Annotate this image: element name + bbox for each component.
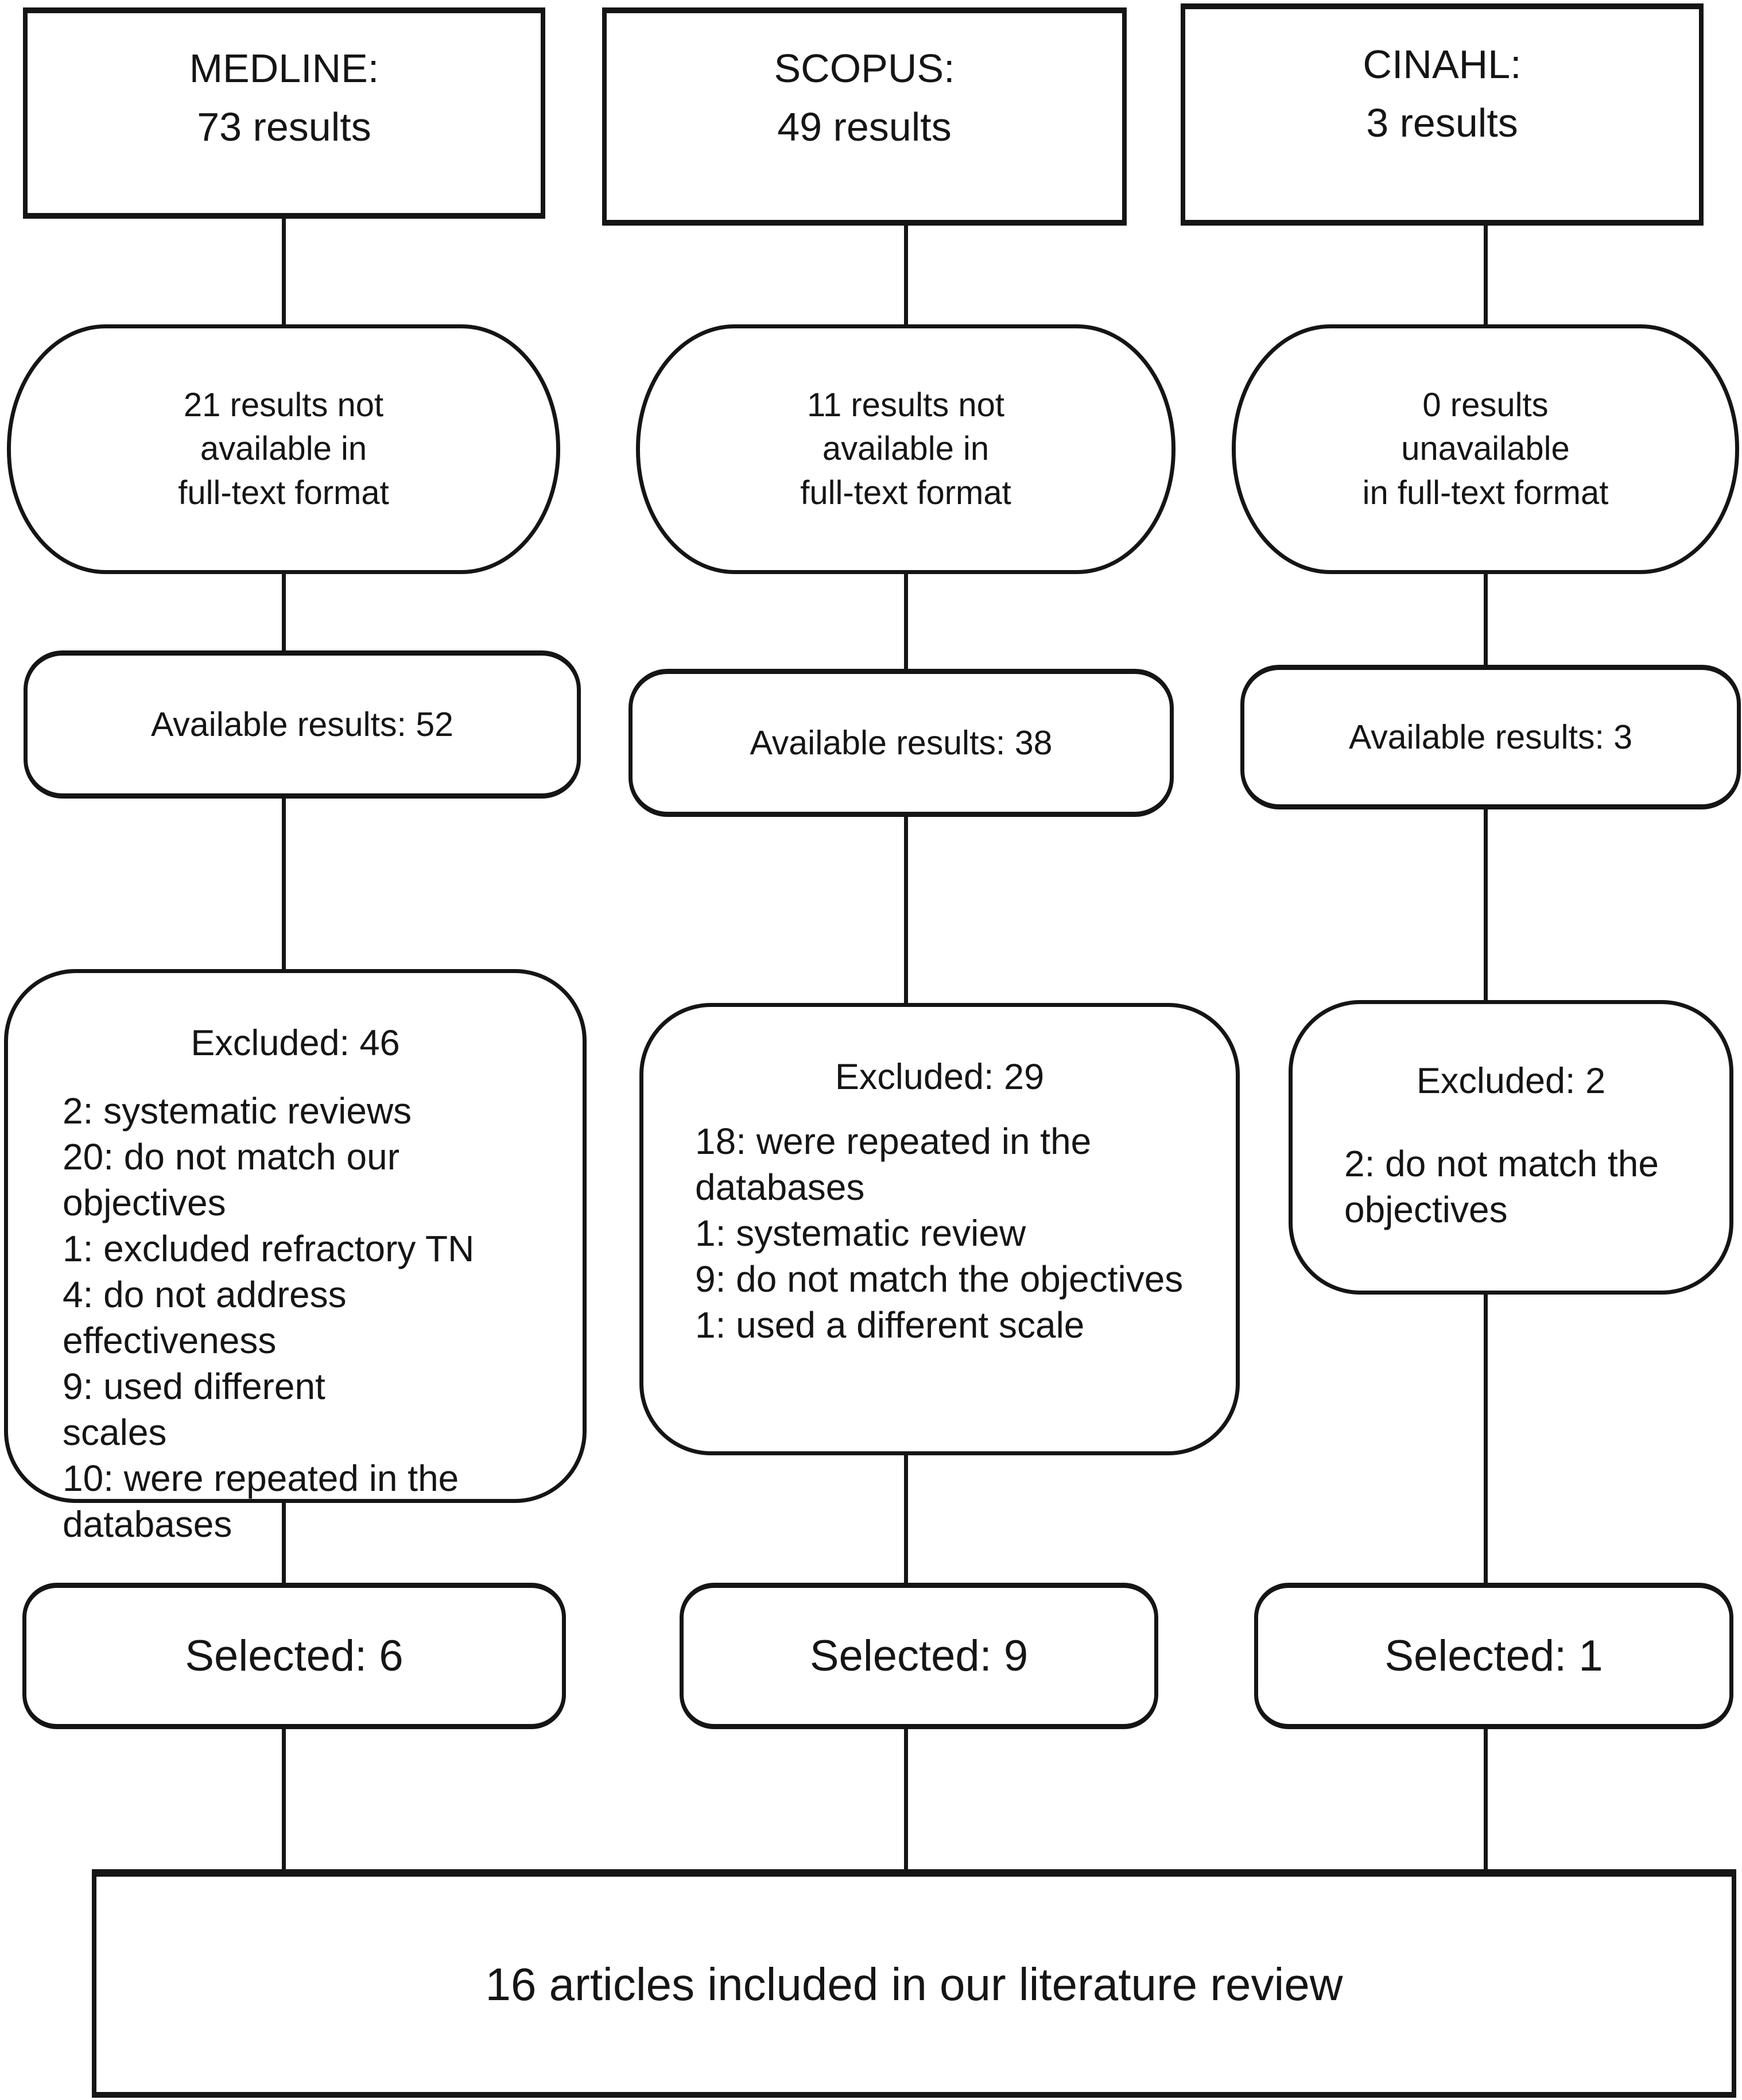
unavailable-stadium-cinahl: 0 results unavailable in full-text forma… [1232,324,1739,574]
excluded-box-medline-title: Excluded: 46 [191,1023,400,1063]
included-total-label: 16 articles included in our literature r… [485,1958,1343,2010]
source-box-medline-label: MEDLINE: 73 results [189,46,379,149]
unavailable-stadium-medline: 21 results not available in full-text fo… [7,324,560,574]
connector-line [1484,226,1488,324]
unavailable-stadium-cinahl-label: 0 results unavailable in full-text forma… [1362,386,1609,512]
excluded-item: 1: systematic review [695,1212,1026,1254]
available-box-cinahl: Available results: 3 [1240,665,1741,809]
unavailable-stadium-scopus: 11 results not available in full-text fo… [636,324,1175,574]
connector-line [1484,574,1488,665]
connector-line [282,219,286,324]
connector-line [1484,1295,1488,1583]
excluded-box-cinahl: Excluded: 2 2: do not match the objectiv… [1289,1000,1733,1295]
source-box-scopus: SCOPUS: 49 results [602,7,1127,226]
excluded-box-cinahl-title: Excluded: 2 [1416,1061,1606,1101]
excluded-box-scopus: Excluded: 29 18: were repeated in the da… [639,1003,1240,1455]
available-box-medline: Available results: 52 [24,650,581,799]
source-box-cinahl: CINAHL: 3 results [1181,3,1704,226]
available-box-scopus-label: Available results: 38 [750,724,1053,762]
selected-box-medline: Selected: 6 [22,1583,566,1729]
source-box-cinahl-label: CINAHL: 3 results [1363,42,1522,145]
selected-box-scopus-label: Selected: 9 [809,1632,1029,1680]
connector-line [1484,1729,1488,1869]
connector-line [282,799,286,969]
connector-line [904,817,908,1003]
selected-box-cinahl-label: Selected: 1 [1384,1632,1603,1680]
included-total-box: 16 articles included in our literature r… [92,1869,1736,2098]
source-box-scopus-label: SCOPUS: 49 results [774,46,955,149]
available-box-cinahl-label: Available results: 3 [1348,718,1633,756]
excluded-item: 20: do not match our objectives [63,1136,400,1224]
excluded-item: 9: do not match the objectives [695,1258,1184,1300]
excluded-item: 10: were repeated in the databases [63,1458,459,1545]
connector-line [904,1729,908,1869]
excluded-item: 9: used different scales [63,1366,325,1454]
excluded-box-scopus-title: Excluded: 29 [835,1057,1045,1097]
excluded-list-cinahl: 2: do not match the objectives [1293,1141,1729,1233]
unavailable-stadium-scopus-label: 11 results not available in full-text fo… [800,386,1011,512]
selected-box-medline-label: Selected: 6 [185,1632,404,1680]
connector-line [1484,809,1488,1000]
excluded-item: 18: were repeated in the databases [695,1121,1092,1208]
connector-line [282,1503,286,1583]
excluded-item: 1: used a different scale [695,1304,1085,1346]
unavailable-stadium-medline-label: 21 results not available in full-text fo… [178,386,389,512]
connector-line [282,574,286,650]
excluded-item: 2: systematic reviews [63,1090,412,1132]
source-box-medline: MEDLINE: 73 results [23,7,545,219]
connector-line [904,226,908,324]
connector-line [904,1455,908,1583]
available-box-medline-label: Available results: 52 [151,706,453,743]
selected-box-scopus: Selected: 9 [680,1583,1158,1729]
excluded-item: 2: do not match the objectives [1344,1143,1659,1231]
selected-box-cinahl: Selected: 1 [1254,1583,1733,1729]
connector-line [282,1729,286,1869]
available-box-scopus: Available results: 38 [628,669,1174,817]
excluded-item: 4: do not address effectiveness [63,1274,347,1362]
connector-line [904,574,908,669]
excluded-item: 1: excluded refractory TN [63,1228,475,1270]
